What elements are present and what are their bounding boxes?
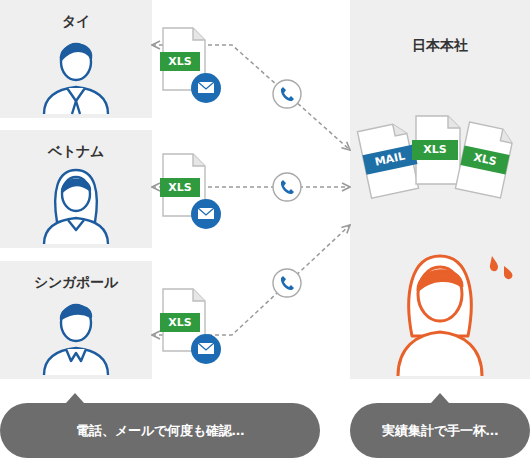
phone-icon xyxy=(273,173,301,201)
document-fold xyxy=(193,154,205,166)
bubble-pointer xyxy=(431,393,449,403)
document-fold xyxy=(448,116,460,128)
handset xyxy=(281,276,294,290)
phone-circle xyxy=(273,269,301,297)
hair xyxy=(61,306,91,319)
mail-icon xyxy=(191,199,221,229)
shoulders xyxy=(44,218,108,244)
document-fold xyxy=(193,28,205,40)
bangs xyxy=(418,271,462,290)
bubble-text: 実績集計で手一杯… xyxy=(382,422,499,440)
shoulders xyxy=(398,332,482,376)
head xyxy=(61,44,91,80)
bubble-text: 電話、メールで何度も確認… xyxy=(76,422,245,440)
speech-bubble: 電話、メールで何度も確認… xyxy=(0,403,320,458)
mail-icon xyxy=(191,73,221,103)
tie xyxy=(72,101,80,114)
document-fold xyxy=(193,289,205,301)
collar xyxy=(67,88,85,101)
handset xyxy=(281,180,294,194)
node-title: ベトナム xyxy=(0,143,152,161)
file-type-band: XLS xyxy=(160,178,200,197)
head xyxy=(61,305,91,341)
head xyxy=(418,267,462,321)
document-fold xyxy=(500,129,514,143)
bubble-pointer xyxy=(66,393,84,403)
node-title: タイ xyxy=(0,13,152,31)
file-stack-document xyxy=(357,122,418,198)
stressed-person-icon xyxy=(398,256,482,376)
woman-icon xyxy=(44,170,108,244)
phone-icon xyxy=(273,80,301,108)
shoulders xyxy=(44,87,108,114)
envelope-flap xyxy=(198,343,214,350)
speech-bubble: 実績集計で手一杯… xyxy=(350,403,530,458)
dashed-connector xyxy=(152,45,350,150)
file-type-band: MAIL xyxy=(362,144,417,174)
collar xyxy=(68,220,84,230)
envelope xyxy=(198,343,214,354)
envelope-flap xyxy=(198,208,214,215)
sweat-drop xyxy=(504,266,512,279)
node-title: シンガポール xyxy=(0,274,152,292)
sweat-drop xyxy=(490,256,498,271)
bangs xyxy=(62,180,90,192)
phone-circle xyxy=(273,80,301,108)
node-title: 日本本社 xyxy=(350,37,530,55)
hair xyxy=(61,45,91,60)
file-stack-document xyxy=(455,122,514,198)
envelope xyxy=(198,208,214,219)
phone-icon xyxy=(273,269,301,297)
man-icon xyxy=(44,44,108,114)
long-hair xyxy=(55,170,97,222)
file-type-band: XLS xyxy=(160,52,200,71)
dashed-connector xyxy=(152,225,350,335)
man-icon xyxy=(44,305,108,375)
document xyxy=(455,122,514,198)
document-fold xyxy=(393,122,407,136)
mail-icon xyxy=(191,334,221,364)
file-type-band: XLS xyxy=(160,313,200,332)
long-hair xyxy=(409,256,471,336)
handset xyxy=(281,87,294,101)
file-type-band: XLS xyxy=(412,140,458,160)
phone-circle xyxy=(273,173,301,201)
head xyxy=(62,177,90,211)
file-type-band: XLS xyxy=(460,145,509,174)
collar xyxy=(66,349,86,361)
envelope xyxy=(198,82,214,93)
shoulders xyxy=(44,348,108,375)
envelope-flap xyxy=(198,82,214,89)
document xyxy=(357,122,418,198)
